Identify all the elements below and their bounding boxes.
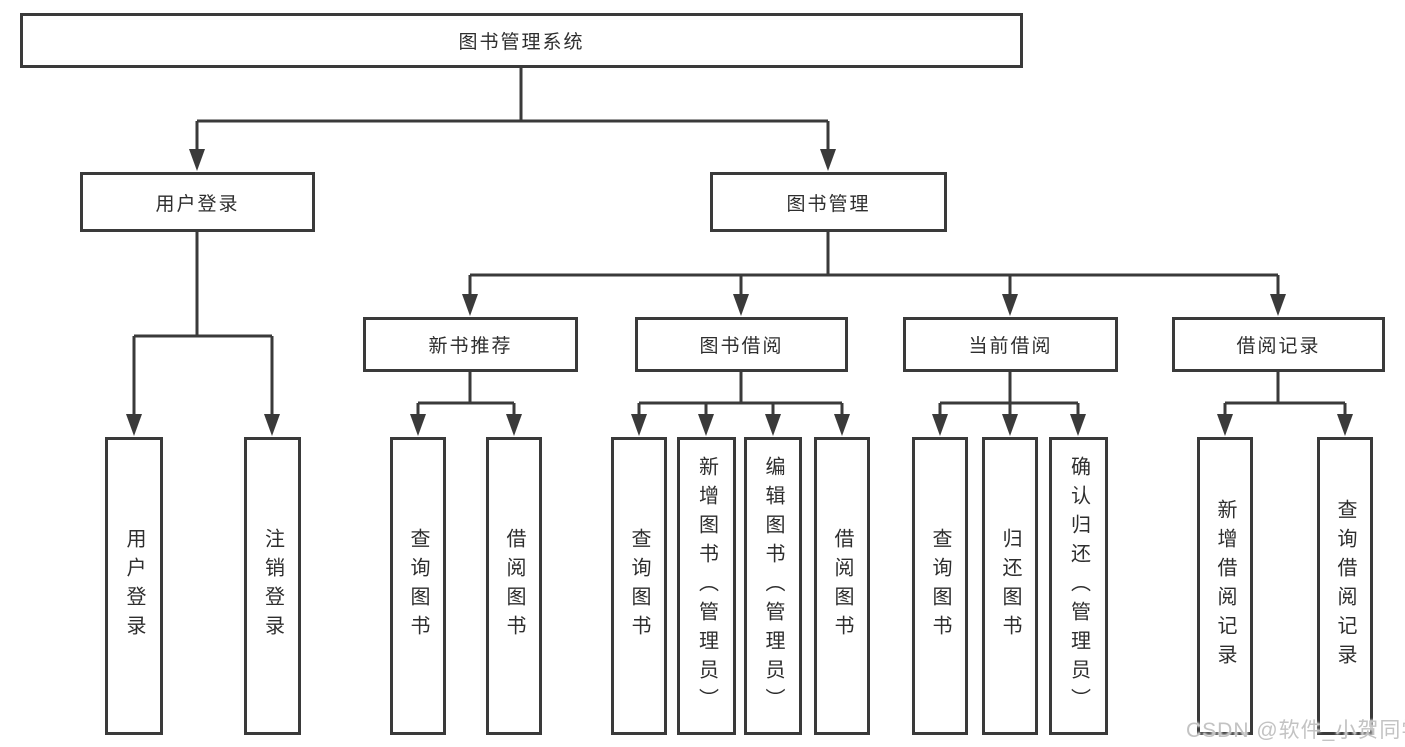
node-root-label: 图书管理系统 xyxy=(458,32,585,53)
leaf-add-borrow-record: 新增借阅记录 xyxy=(1197,437,1253,735)
arrowheads xyxy=(126,149,1353,436)
leaf-borrow-books-recommend: 借阅图书 xyxy=(486,437,542,735)
edge-root-to-level2 xyxy=(195,68,830,152)
node-current-borrow-label: 当前借阅 xyxy=(968,336,1053,357)
node-user-login: 用户登录 xyxy=(80,172,315,232)
watermark: CSDN @软件_小贺同学 xyxy=(1186,719,1405,742)
edge-bookborrow-to-leaves xyxy=(637,372,844,417)
leaf-query-books-borrow: 查询图书 xyxy=(611,437,667,735)
leaf-query-borrow-record-label: 查询借阅记录 xyxy=(1334,499,1356,673)
node-new-book-recommend-label: 新书推荐 xyxy=(428,336,513,357)
leaf-edit-books-admin: 编辑图书（管理员） xyxy=(744,437,802,735)
leaf-add-borrow-record-label: 新增借阅记录 xyxy=(1214,499,1236,673)
leaf-confirm-return-admin: 确认归还（管理员） xyxy=(1049,437,1108,735)
node-book-management-label: 图书管理 xyxy=(786,193,871,215)
edge-currentborrow-to-leaves xyxy=(938,372,1080,417)
leaf-add-books-admin-label: 新增图书（管理员） xyxy=(695,455,718,717)
edge-borrowrecords-to-leaves xyxy=(1223,372,1347,417)
node-user-login-label: 用户登录 xyxy=(155,193,240,215)
leaf-query-books-current-label: 查询图书 xyxy=(929,528,951,644)
node-book-borrow: 图书借阅 xyxy=(635,317,848,372)
leaf-add-books-admin: 新增图书（管理员） xyxy=(677,437,736,735)
node-new-book-recommend: 新书推荐 xyxy=(363,317,578,372)
leaf-borrow-books-recommend-label: 借阅图书 xyxy=(503,528,525,644)
node-current-borrow: 当前借阅 xyxy=(903,317,1118,372)
node-book-management: 图书管理 xyxy=(710,172,947,232)
leaf-confirm-return-admin-label: 确认归还（管理员） xyxy=(1067,455,1090,717)
leaf-user-login-label: 用户登录 xyxy=(123,528,145,644)
node-book-borrow-label: 图书借阅 xyxy=(699,336,784,357)
leaf-borrow-books-label: 借阅图书 xyxy=(831,528,853,644)
node-root: 图书管理系统 xyxy=(20,13,1023,68)
leaf-logout: 注销登录 xyxy=(244,437,301,735)
leaf-query-books-recommend-label: 查询图书 xyxy=(407,528,429,644)
leaf-query-books-recommend: 查询图书 xyxy=(390,437,446,735)
leaf-return-books: 归还图书 xyxy=(982,437,1038,735)
leaf-logout-label: 注销登录 xyxy=(261,528,284,644)
edge-bookmgmt-to-level3 xyxy=(468,232,1280,297)
leaf-return-books-label: 归还图书 xyxy=(999,528,1021,644)
edge-userlogin-to-leaves xyxy=(132,232,274,417)
leaf-query-books-current: 查询图书 xyxy=(912,437,968,735)
edge-newbook-to-leaves xyxy=(416,372,516,417)
node-borrow-records: 借阅记录 xyxy=(1172,317,1385,372)
leaf-query-books-borrow-label: 查询图书 xyxy=(628,528,650,644)
leaf-edit-books-admin-label: 编辑图书（管理员） xyxy=(762,455,784,717)
leaf-user-login: 用户登录 xyxy=(105,437,163,735)
leaf-borrow-books: 借阅图书 xyxy=(814,437,870,735)
leaf-query-borrow-record: 查询借阅记录 xyxy=(1317,437,1373,735)
node-borrow-records-label: 借阅记录 xyxy=(1236,336,1321,357)
